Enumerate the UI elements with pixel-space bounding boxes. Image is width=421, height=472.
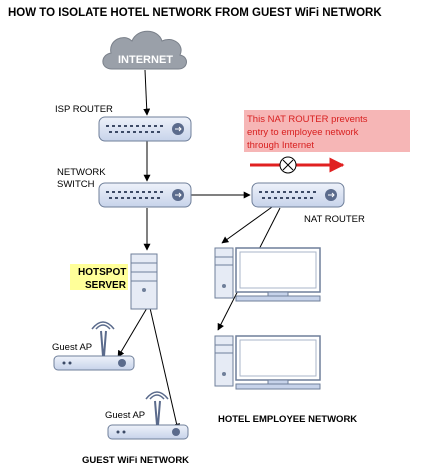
blocked-entry-arrow [250,156,345,174]
internet-cloud-icon [102,30,187,70]
guest-ap-2-icon [107,391,189,440]
nat-router-label: NAT ROUTER [304,214,365,225]
switch-label-line1: NETWORK [57,167,106,178]
isp-router-icon [98,116,192,142]
guest-network-label: GUEST WiFi NETWORK [82,455,189,466]
nat-note-line1: This NAT ROUTER prevents [247,114,368,125]
guest-ap-2-label: Guest AP [105,410,145,421]
switch-label-line2: SWITCH [57,179,95,190]
network-switch-icon [98,182,192,208]
nat-note-line2: entry to employee network [247,127,359,138]
nat-note-line3: through Internet [247,140,314,151]
internet-label: INTERNET [118,54,173,66]
employee-pc-2-icon [214,335,321,390]
hotspot-server-icon [130,253,158,310]
hotspot-label-highlight [70,264,128,290]
employee-network-label: HOTEL EMPLOYEE NETWORK [218,414,357,425]
isp-router-label: ISP ROUTER [55,104,113,115]
nat-router-icon [251,182,345,208]
hotspot-to-ap1-arrow [117,307,148,358]
hotspot-label-line2: SERVER [85,280,127,291]
guest-ap-1-label: Guest AP [52,342,92,353]
diagram-title: HOW TO ISOLATE HOTEL NETWORK FROM GUEST … [8,7,382,19]
internet-to-isp-arrow [143,69,151,116]
hotspot-label-line1: HOTSPOT [78,267,126,278]
nat-note-box [244,110,410,152]
nat-to-employee-pc1-arrow [221,206,273,244]
guest-ap-1-icon [53,321,135,371]
hotspot-to-ap2-arrow [149,307,181,431]
employee-pc-1-icon [214,247,321,302]
